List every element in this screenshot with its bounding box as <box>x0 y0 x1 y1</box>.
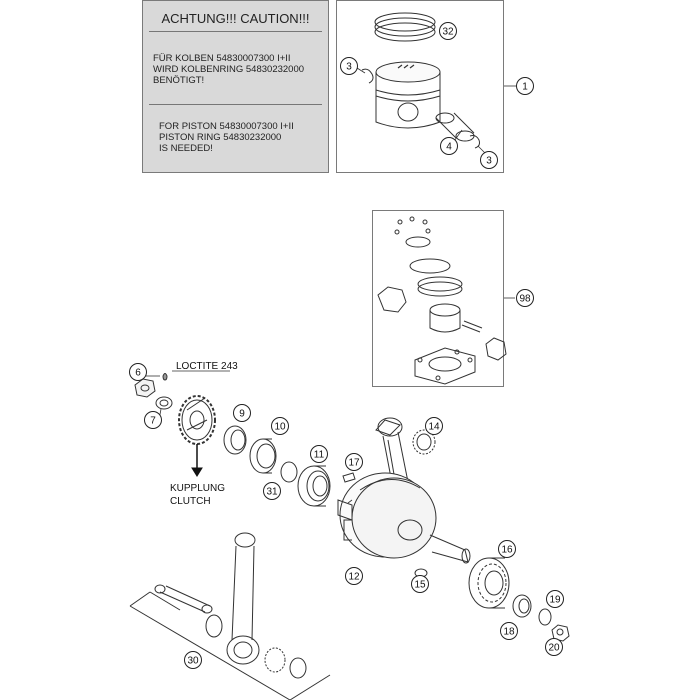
callout-circle-19 <box>546 590 564 608</box>
callout-circle-17 <box>345 453 363 471</box>
callout-label-20: 20 <box>548 643 560 654</box>
callout-label-3: 3 <box>486 156 492 167</box>
callout-label-6: 6 <box>135 368 141 379</box>
loctite-drop-icon <box>162 373 168 381</box>
washer-illustration <box>155 396 173 410</box>
callout-circle-32 <box>439 22 457 40</box>
callout-label-98: 98 <box>519 294 531 305</box>
caution-de-text: FÜR KOLBEN 54830007300 I+II WIRD KOLBENR… <box>153 53 304 86</box>
callout-label-7: 7 <box>150 416 156 427</box>
callout-label-10: 10 <box>274 422 286 433</box>
clutch-label-de: KUPPLUNG <box>170 483 225 494</box>
callout-circle-7 <box>144 411 162 429</box>
needle-bearing-top-illustration <box>412 429 436 455</box>
caution-en-line: FOR PISTON 54830007300 I+II <box>159 121 294 132</box>
callout-circle-10 <box>271 417 289 435</box>
shaft-seal-right-illustration <box>512 594 532 618</box>
caution-divider <box>149 31 322 32</box>
callout-circle-18 <box>500 622 518 640</box>
callout-circle-1 <box>516 77 534 95</box>
callout-circle-3 <box>480 151 498 169</box>
callout-label-15: 15 <box>414 580 426 591</box>
callout-label-12: 12 <box>348 572 360 583</box>
callout-label-3: 3 <box>346 62 352 73</box>
caution-title: ACHTUNG!!! CAUTION!!! <box>161 11 310 26</box>
callout-label-31: 31 <box>266 487 278 498</box>
caution-de-line: FÜR KOLBEN 54830007300 I+II <box>153 53 291 64</box>
seal-ring-illustration <box>223 425 247 455</box>
callout-label-16: 16 <box>501 545 513 556</box>
loctite-label: LOCTITE 243 <box>176 361 238 372</box>
callout-label-17: 17 <box>348 458 360 469</box>
circlip-right-illustration <box>538 608 552 626</box>
callout-circle-6 <box>129 363 147 381</box>
callout-circle-3 <box>340 57 358 75</box>
clutch-label-en: CLUTCH <box>170 496 211 507</box>
callout-circle-31 <box>263 482 281 500</box>
callout-label-9: 9 <box>239 409 245 420</box>
shaft-seal-illustration <box>249 438 277 474</box>
piston-pin-illustration <box>435 112 475 142</box>
caution-de-line: BENÖTIGT! <box>153 75 205 86</box>
nut-illustration <box>134 378 156 398</box>
callout-label-4: 4 <box>446 142 452 153</box>
callout-circle-16 <box>498 540 516 558</box>
oring-illustration <box>280 461 298 483</box>
leader-lines <box>145 30 517 504</box>
callout-label-19: 19 <box>549 595 561 606</box>
primary-gear-illustration <box>178 395 216 445</box>
gasket-kit-illustration <box>377 216 507 385</box>
piston-ring-illustration <box>374 12 436 42</box>
main-bearing-right-illustration <box>468 557 510 609</box>
main-bearing-left-illustration <box>297 465 331 507</box>
clutch-arrowhead-icon <box>191 467 203 477</box>
callout-circle-4 <box>440 137 458 155</box>
circlip-illustration <box>361 68 480 149</box>
callout-circle-30 <box>184 651 202 669</box>
piston-illustration <box>375 61 441 129</box>
conrod-kit-illustration <box>129 532 331 700</box>
callout-circle-11 <box>310 445 328 463</box>
piston-kit-panel <box>336 0 504 173</box>
woodruff-key-illustration <box>342 472 356 483</box>
caution-en-line: PISTON RING 54830232000 <box>159 132 282 143</box>
callout-circle-14 <box>425 417 443 435</box>
callout-circle-20 <box>545 638 563 656</box>
crankshaft-illustration <box>337 417 471 564</box>
caution-de-line: WIRD KOLBENRING 54830232000 <box>153 64 305 75</box>
callout-label-30: 30 <box>187 656 199 667</box>
caution-divider <box>149 104 322 105</box>
caution-en-line: IS NEEDED! <box>159 143 213 154</box>
callout-circle-9 <box>233 404 251 422</box>
caution-en-text: FOR PISTON 54830007300 I+II PISTON RING … <box>159 121 294 154</box>
callout-circle-98 <box>516 289 534 307</box>
caution-box: ACHTUNG!!! CAUTION!!! FÜR KOLBEN 5483000… <box>142 0 329 173</box>
callout-circle-15 <box>411 575 429 593</box>
callout-label-32: 32 <box>442 27 454 38</box>
callout-label-1: 1 <box>522 82 528 93</box>
callout-circle-12 <box>345 567 363 585</box>
callout-label-11: 11 <box>314 450 325 461</box>
callout-label-14: 14 <box>428 422 440 433</box>
callout-label-18: 18 <box>503 627 515 638</box>
